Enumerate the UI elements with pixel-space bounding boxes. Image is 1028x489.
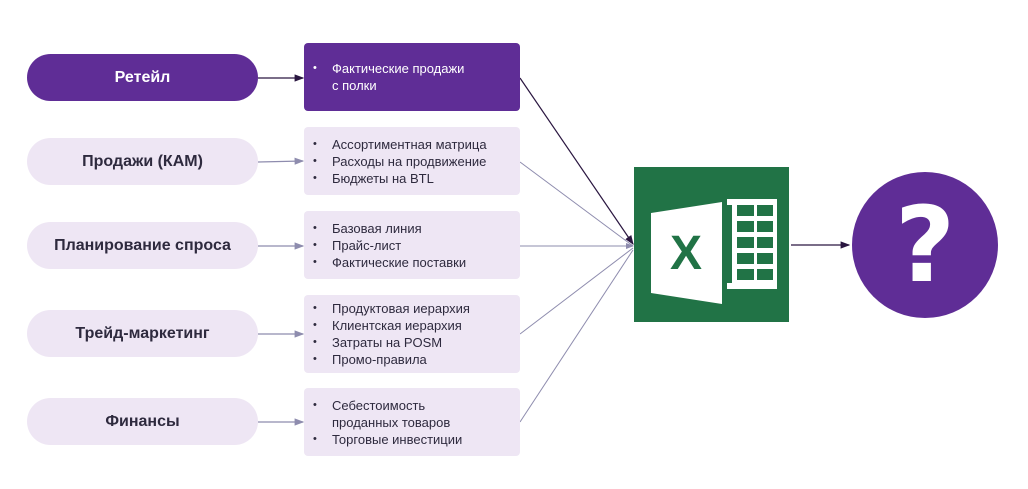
arrow-sales (257, 157, 305, 165)
data-box-sales-kam: Ассортиментная матрица Расходы на продви… (304, 127, 520, 195)
list-item: Себестоимость (313, 397, 462, 414)
list-item: Продуктовая иерархия (313, 300, 470, 317)
list-item-continuation: с полки (332, 78, 377, 93)
list-item: Клиентская иерархия (313, 317, 470, 334)
excel-icon: X (634, 167, 789, 322)
excel-logo-graphic: X (651, 199, 777, 304)
list-item: Промо-правила (313, 351, 470, 368)
data-box-trade-marketing: Продуктовая иерархия Клиентская иерархия… (304, 295, 520, 373)
list-item: Прайс-лист (313, 237, 466, 254)
data-box-demand-planning: Базовая линия Прайс-лист Фактические пос… (304, 211, 520, 279)
source-finance: Финансы (27, 398, 258, 445)
list-item-continuation: проданных товаров (332, 414, 451, 430)
source-trade-marketing: Трейд-маркетинг (27, 310, 258, 357)
source-demand-planning: Планирование спроса (27, 222, 258, 269)
list-item: Фактические поставки (313, 254, 466, 271)
source-sales-kam: Продажи (КАМ) (27, 138, 258, 185)
source-retail: Ретейл (27, 54, 258, 101)
question-mark-icon: ? (852, 172, 998, 318)
list-item: Базовая линия (313, 220, 466, 237)
list-item: Затраты на POSM (313, 334, 470, 351)
list-item: Фактические продажи (313, 60, 465, 77)
list-item: Ассортиментная матрица (313, 136, 487, 153)
data-box-finance: Себестоимость проданных товаров Торговые… (304, 388, 520, 456)
data-box-retail: Фактические продажи с полки (304, 43, 520, 111)
svg-text:X: X (670, 227, 702, 280)
list-item: Бюджеты на BTL (313, 170, 487, 187)
list-item: Расходы на продвижение (313, 153, 487, 170)
list-item: Торговые инвестиции (313, 431, 462, 448)
